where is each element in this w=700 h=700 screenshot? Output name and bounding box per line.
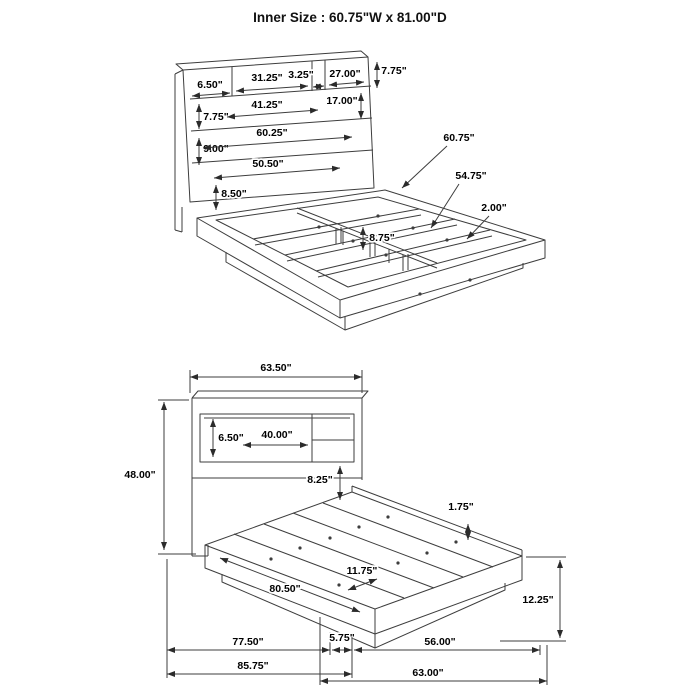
- svg-text:3.25": 3.25": [288, 69, 313, 81]
- dim-headboard-opening-width: 60.25": [202, 125, 353, 151]
- dim-shelf-width: 40.00": [243, 427, 308, 448]
- dim-overall-width: 63.00": [319, 617, 548, 685]
- dim-headboard-depth: 7.75": [374, 62, 408, 88]
- dim-row2-height: 7.75": [196, 104, 230, 129]
- svg-text:63.00": 63.00": [412, 667, 443, 679]
- dim-foot-offset: 5.75": [328, 630, 356, 653]
- svg-text:12.25": 12.25": [522, 594, 553, 606]
- svg-text:54.75": 54.75": [455, 170, 486, 182]
- svg-text:7.75": 7.75": [381, 65, 406, 77]
- dim-slat-length-callout: 54.75": [430, 168, 488, 229]
- dim-headboard-height: 48.00": [123, 399, 196, 555]
- dim-deck-length: 80.50": [219, 557, 361, 613]
- svg-text:60.75": 60.75": [443, 132, 474, 144]
- svg-text:8.50": 8.50": [221, 188, 246, 200]
- svg-text:9.00": 9.00": [203, 143, 228, 155]
- dim-shelf-depth: 6.50": [210, 419, 245, 457]
- svg-text:63.50": 63.50": [260, 362, 291, 374]
- dim-deck-lip: 1.75": [447, 499, 475, 540]
- dim-rail-height-bottom: 8.25": [306, 466, 343, 500]
- svg-text:6.50": 6.50": [218, 432, 243, 444]
- svg-text:6.50": 6.50": [197, 79, 222, 91]
- dim-shelf-left-width: 6.50": [191, 77, 231, 99]
- svg-text:27.00": 27.00": [329, 68, 360, 80]
- svg-text:77.50": 77.50": [232, 636, 263, 648]
- headboard-drawing-bottom: [191, 390, 369, 557]
- svg-text:40.00": 40.00": [261, 429, 292, 441]
- page-title: Inner Size : 60.75"W x 81.00"D: [253, 10, 447, 25]
- dim-support-height: 8.75": [360, 227, 396, 250]
- dim-opening-width: 41.25": [226, 97, 319, 120]
- dim-base-width: 56.00": [351, 634, 541, 678]
- svg-text:2.00": 2.00": [481, 202, 506, 214]
- svg-text:60.25": 60.25": [256, 127, 287, 139]
- dim-plank-width: 11.75": [345, 563, 379, 591]
- svg-text:31.25": 31.25": [251, 72, 282, 84]
- svg-text:50.50": 50.50": [252, 158, 283, 170]
- svg-text:11.75": 11.75": [347, 565, 378, 577]
- platform-drawing: [196, 189, 546, 331]
- dim-shelf-right-width: 27.00": [328, 66, 365, 88]
- dim-base-length: 77.50": [166, 559, 331, 678]
- bottom-view-diagram: 63.50" 48.00" 6.50" 40.00" 8.25": [123, 360, 566, 685]
- dim-divider-gap: 3.25": [287, 67, 325, 90]
- svg-text:1.75": 1.75": [448, 501, 473, 513]
- svg-text:41.25": 41.25": [251, 99, 282, 111]
- svg-text:17.00": 17.00": [326, 95, 357, 107]
- svg-text:48.00": 48.00": [124, 469, 155, 481]
- svg-text:56.00": 56.00": [424, 636, 455, 648]
- dim-side-opening-height: 17.00": [325, 93, 364, 119]
- svg-text:5.75": 5.75": [329, 632, 354, 644]
- dim-base-height: 12.25": [500, 556, 566, 642]
- dim-overall-length: 85.75": [167, 658, 352, 677]
- dim-rail-span: 50.50": [213, 156, 341, 181]
- svg-text:8.25": 8.25": [307, 474, 332, 486]
- svg-text:85.75": 85.75": [237, 660, 268, 672]
- svg-text:8.75": 8.75": [369, 232, 394, 244]
- dim-inner-width-callout: 60.75": [401, 130, 476, 189]
- svg-text:7.75": 7.75": [203, 111, 228, 123]
- dim-rail-lip-callout: 2.00": [466, 200, 508, 240]
- top-view-dimensions: 6.50" 31.25" 3.25" 27.00" 7.75": [191, 62, 508, 250]
- svg-text:80.50": 80.50": [269, 583, 300, 595]
- dim-headboard-width: 63.50": [189, 360, 363, 393]
- dim-shelf-center-width: 31.25": [235, 70, 309, 94]
- dim-rail-height: 8.50": [213, 185, 248, 210]
- bottom-view-dimensions: 63.50" 48.00" 6.50" 40.00" 8.25": [123, 360, 566, 685]
- top-view-diagram: 6.50" 31.25" 3.25" 27.00" 7.75": [174, 50, 546, 331]
